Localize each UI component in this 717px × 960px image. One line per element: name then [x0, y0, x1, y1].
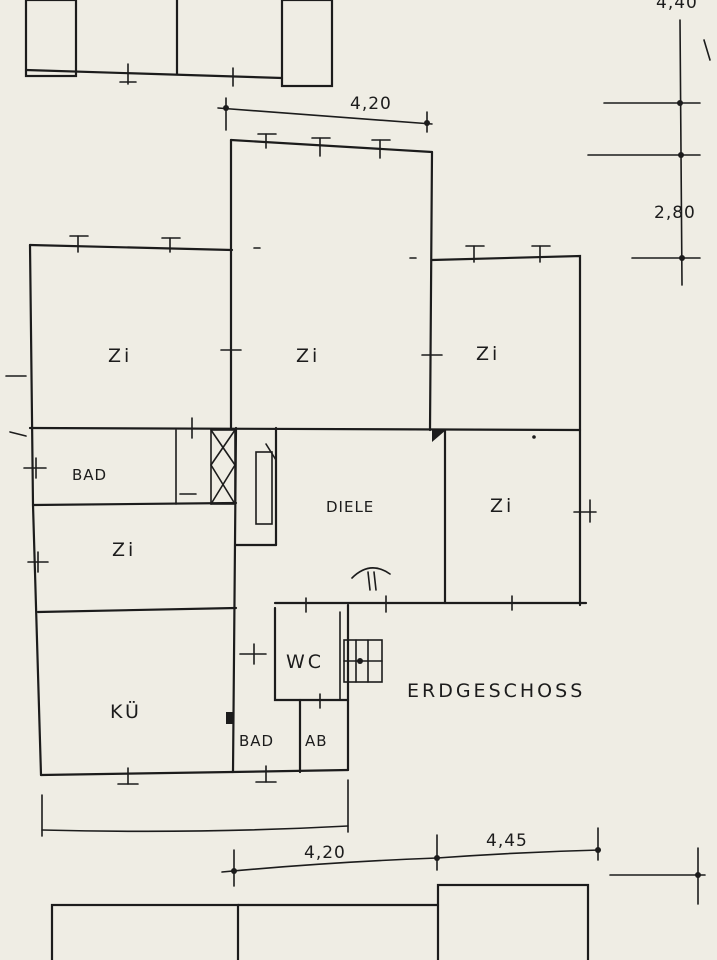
room-label-bad-upper: BAD: [72, 466, 107, 484]
room-label-diele: DIELE: [326, 498, 374, 516]
room-label-wc: WC: [286, 651, 324, 673]
neighbor-building-top: [24, 0, 334, 88]
dimension-label-right: 2,80: [654, 203, 696, 223]
dimension-top: 4,20: [217, 94, 433, 133]
neighbor-building-bottom: [50, 883, 590, 960]
dimension-label-top: 4,20: [350, 94, 392, 114]
floor-title: ERDGESCHOSS: [407, 680, 585, 702]
room-label-zi-left: Zi: [108, 345, 132, 367]
dimension-label-top-right: 4,40: [656, 0, 698, 13]
stairs: [343, 567, 391, 683]
room-label-bad-lower: BAD: [239, 732, 274, 750]
room-label-zi-west: Zi: [112, 539, 136, 561]
room-label-kueche: KÜ: [110, 700, 142, 723]
room-labels: Zi Zi Zi BAD DIELE Zi Zi KÜ WC BAD AB: [72, 343, 514, 750]
room-label-zi-right: Zi: [476, 343, 500, 365]
chimney-shaft: [175, 417, 277, 525]
dimension-label-bottom-1: 4,20: [304, 843, 346, 863]
dimension-bottom: 4,20 4,45: [41, 779, 706, 905]
room-label-zi-east: Zi: [490, 495, 514, 517]
wall-ticks: [5, 133, 597, 785]
room-label-ab: AB: [305, 732, 328, 750]
room-label-zi-center: Zi: [296, 345, 320, 367]
dimension-right: 2,80 4,40: [587, 0, 711, 286]
dimension-label-bottom-2: 4,45: [486, 831, 528, 851]
